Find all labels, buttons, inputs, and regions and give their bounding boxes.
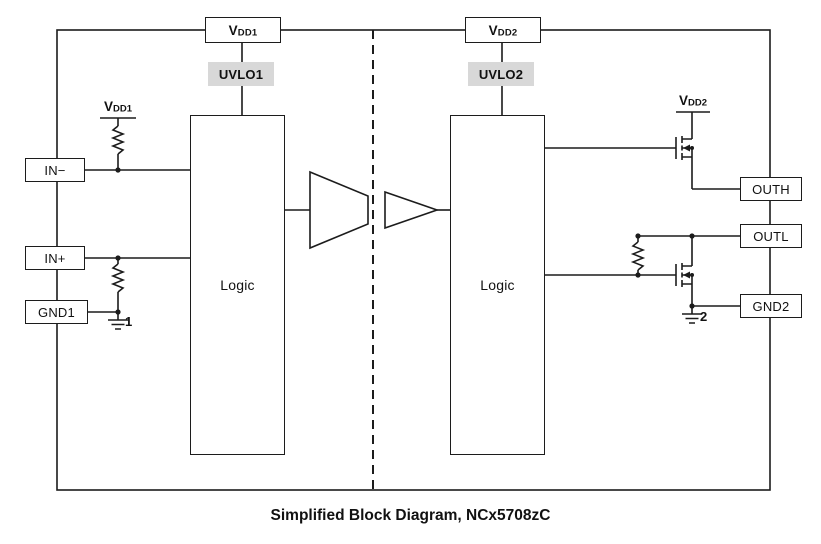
vdd2-top-text: V: [488, 22, 498, 38]
uvlo1-block: UVLO1: [208, 62, 274, 86]
pin-outh-label: OUTH: [752, 181, 790, 197]
vdd2-rail-wire: [676, 111, 710, 139]
pin-in-minus-label: IN−: [44, 162, 66, 178]
logic-right-label: Logic: [480, 277, 515, 293]
logic-left-label: Logic: [220, 277, 255, 293]
uvlo2-label: UVLO2: [478, 66, 524, 82]
pin-gnd1-label: GND1: [38, 304, 75, 320]
pin-in-plus: IN+: [25, 246, 85, 270]
receiver-buffer-triangle: [384, 190, 450, 230]
ground-symbol-2: [682, 306, 702, 324]
vdd2-rail-text: V: [678, 92, 688, 108]
junction-dots: [115, 167, 695, 315]
supply-connector-wires: [241, 43, 503, 115]
ground-symbol-1: [108, 312, 128, 330]
pin-in-minus: IN−: [25, 158, 85, 182]
low-side-mosfet: [545, 236, 694, 306]
ground1-ref-label: 1: [125, 314, 133, 329]
ground2-ref-label: 2: [700, 309, 708, 324]
inplus-pulldown-resistor: [110, 258, 126, 312]
pin-gnd2-label: GND2: [752, 298, 790, 314]
pin-outl: OUTL: [740, 224, 802, 248]
logic-block-left: Logic: [190, 115, 285, 455]
pin-in-plus-label: IN+: [44, 250, 66, 266]
pin-outl-label: OUTL: [753, 228, 789, 244]
uvlo1-label: UVLO1: [218, 66, 264, 82]
vdd1-pullup-resistor: [100, 117, 136, 170]
pin-gnd2: GND2: [740, 294, 802, 318]
ic-boundary: [56, 29, 771, 491]
logic-block-right: Logic: [450, 115, 545, 455]
input-pin-wires: [85, 169, 190, 313]
vdd1-rail-text: V: [103, 98, 113, 114]
isolation-transmitter-shape: [285, 170, 369, 250]
high-side-mosfet: [545, 136, 740, 190]
diagram-caption: Simplified Block Diagram, NCx5708zC: [270, 507, 551, 524]
uvlo2-block: UVLO2: [468, 62, 534, 86]
pin-gnd1: GND1: [25, 300, 88, 324]
outl-gate-resistor: [630, 236, 646, 275]
vdd1-top-text: V: [228, 22, 238, 38]
pin-outh: OUTH: [740, 177, 802, 201]
output-pin-wires: [638, 235, 740, 307]
